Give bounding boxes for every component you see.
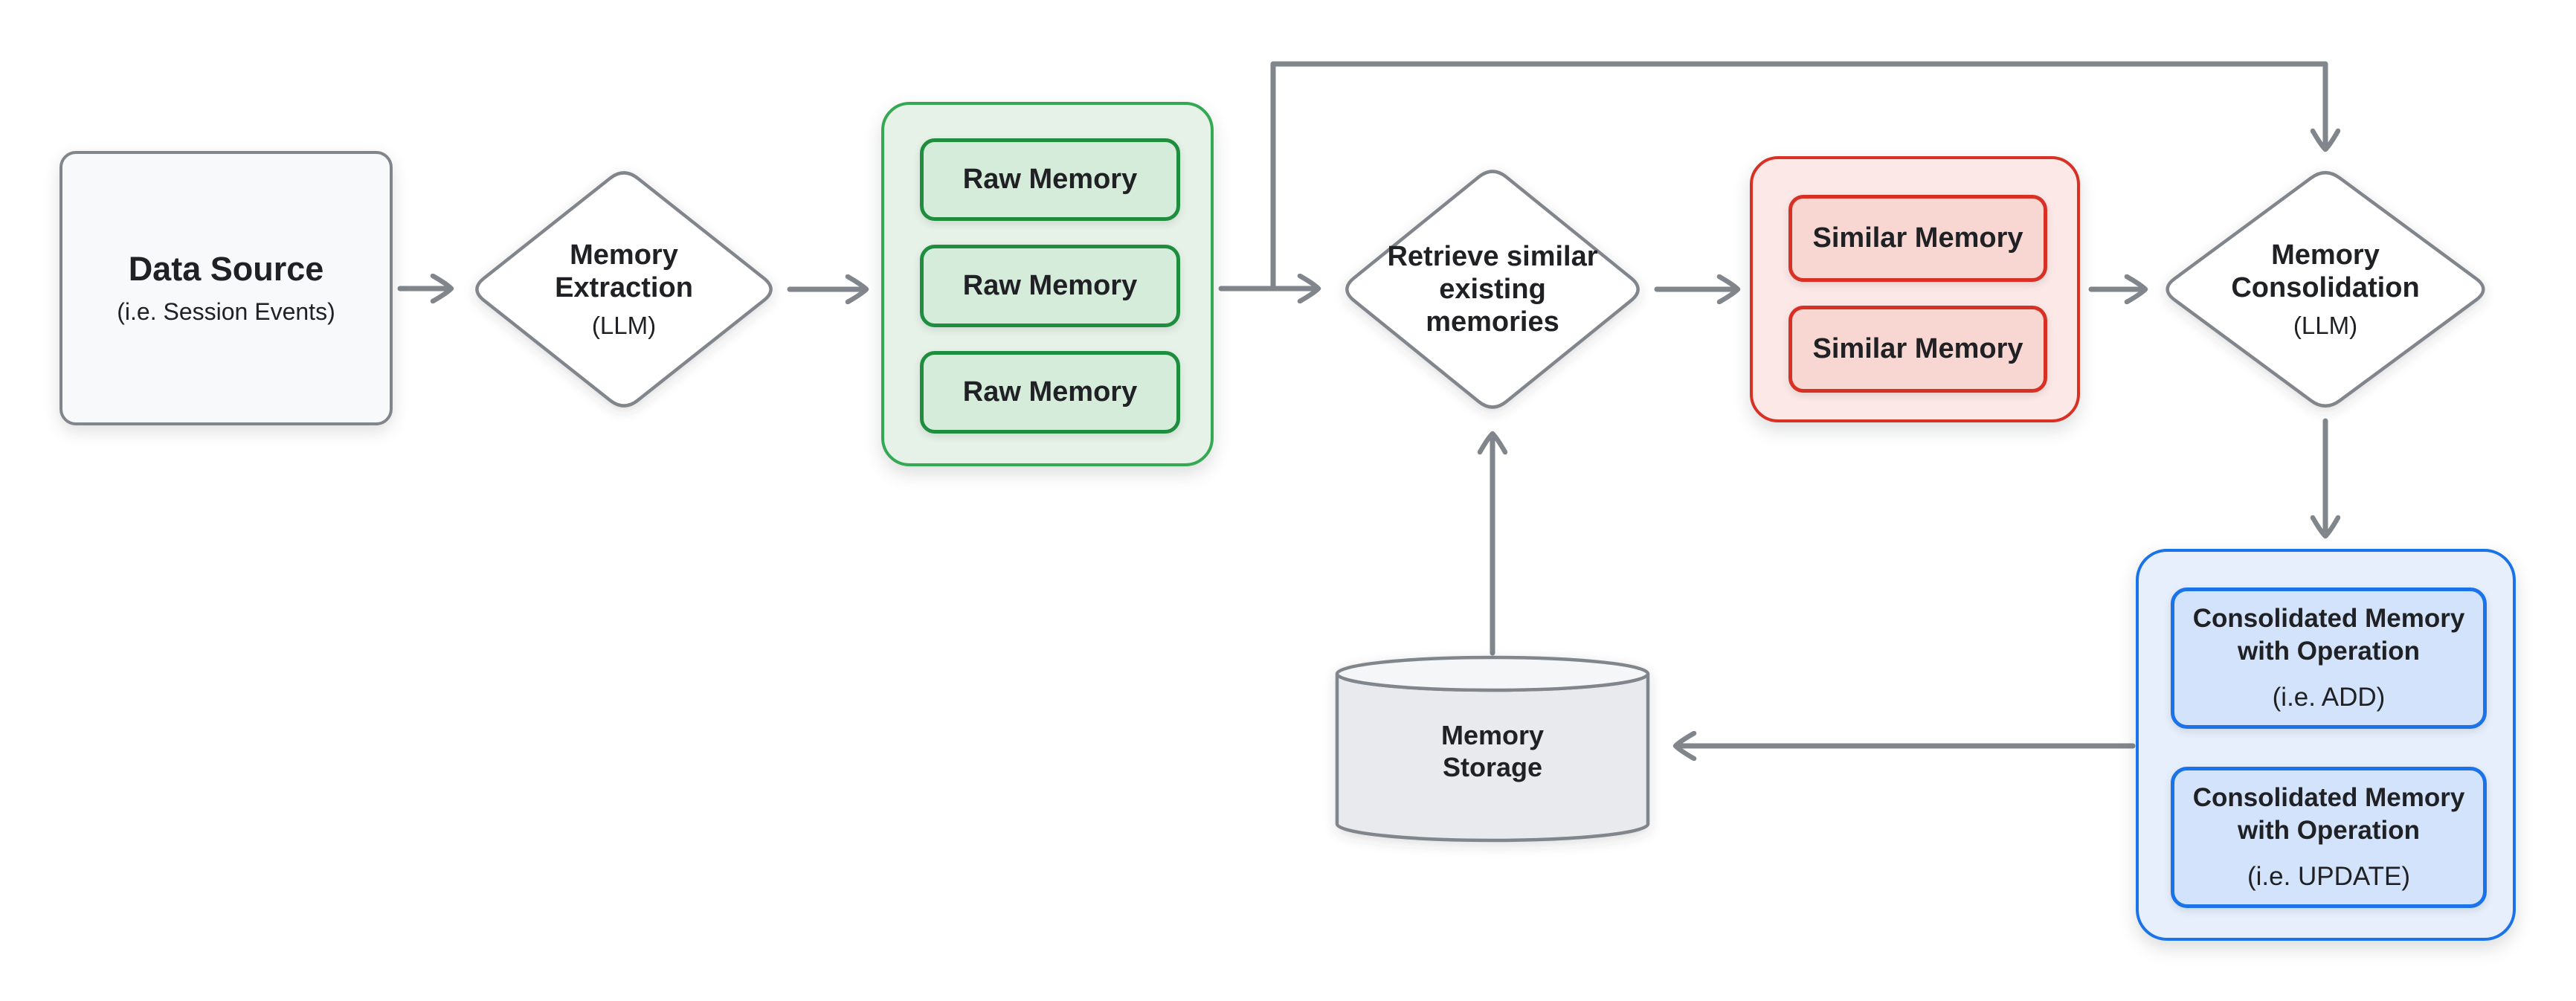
raw-memory-chip-2-label: Raw Memory — [962, 269, 1138, 301]
similar-memory-chip-2-label: Similar Memory — [1812, 332, 2023, 364]
raw-memory-chip-3-label: Raw Memory — [962, 376, 1138, 408]
memory-storage-cylinder — [1335, 673, 1650, 843]
consolidated-memory-chip-update-subtitle: (i.e. UPDATE) — [2247, 861, 2411, 891]
memory-extraction-diamond — [475, 171, 773, 408]
raw-memory-chip-3: Raw Memory — [920, 351, 1180, 434]
consolidated-memory-chip-add: Consolidated Memory with Operation (i.e.… — [2171, 588, 2487, 729]
similar-memory-chip-1: Similar Memory — [1788, 195, 2047, 282]
data-source-title: Data Source — [128, 250, 324, 289]
data-source-subtitle: (i.e. Session Events) — [117, 297, 335, 325]
data-source-node: Data Source (i.e. Session Events) — [59, 151, 393, 425]
similar-memory-chip-2: Similar Memory — [1788, 306, 2047, 393]
consolidated-memory-chip-update: Consolidated Memory with Operation (i.e.… — [2171, 767, 2487, 908]
consolidated-memory-chip-update-title: Consolidated Memory with Operation — [2192, 783, 2465, 846]
arrow-rawmemory-to-consolidation — [1270, 61, 2325, 292]
raw-memory-chip-2: Raw Memory — [920, 245, 1180, 327]
memory-storage-cylinder-top — [1335, 655, 1650, 692]
memory-consolidation-diamond — [2166, 170, 2485, 408]
retrieve-memories-diamond — [1345, 170, 1640, 409]
similar-memory-group: Similar Memory Similar Memory — [1750, 156, 2080, 422]
raw-memory-group: Raw Memory Raw Memory Raw Memory — [881, 102, 1214, 466]
raw-memory-chip-1: Raw Memory — [920, 138, 1180, 221]
consolidated-memory-group: Consolidated Memory with Operation (i.e.… — [2136, 549, 2516, 941]
similar-memory-chip-1-label: Similar Memory — [1812, 222, 2023, 254]
consolidated-memory-chip-add-title: Consolidated Memory with Operation — [2192, 604, 2465, 666]
consolidated-memory-chip-add-subtitle: (i.e. ADD) — [2272, 682, 2386, 712]
raw-memory-chip-1-label: Raw Memory — [962, 163, 1138, 195]
